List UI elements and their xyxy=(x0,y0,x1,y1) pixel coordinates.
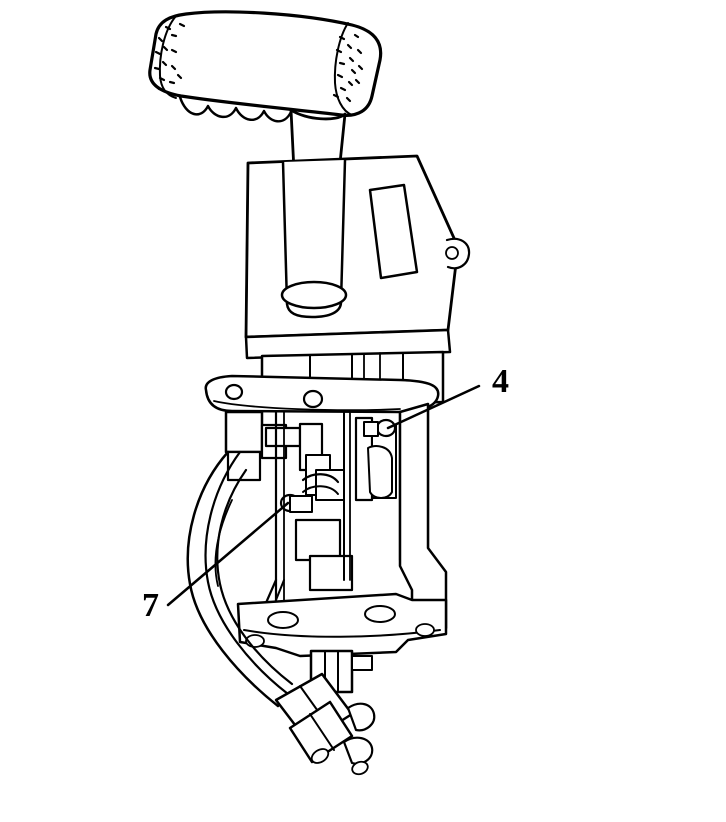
callout-leader-4 xyxy=(386,384,481,430)
bracket-rivet-left xyxy=(224,383,244,401)
connector-terminals xyxy=(274,672,376,776)
indicator-window xyxy=(368,183,419,280)
base-hole-left xyxy=(267,611,299,629)
bolt-callout-4 xyxy=(363,418,397,438)
wiring-harness xyxy=(186,450,294,708)
callout-label-4: 4 xyxy=(492,363,509,400)
bezel-lug xyxy=(445,237,471,270)
mounting-bracket xyxy=(204,374,440,414)
callout-leader-7 xyxy=(166,501,290,607)
callout-label-7: 7 xyxy=(142,587,159,624)
lever-boot-collar xyxy=(280,280,348,310)
knob-finger-grooves xyxy=(178,95,293,123)
bracket-rivet-center xyxy=(302,389,324,409)
base-plate xyxy=(236,592,448,658)
console-bezel xyxy=(244,154,471,360)
shift-knob xyxy=(148,10,383,123)
knob-texture-left xyxy=(153,22,186,96)
shift-gate-slot xyxy=(281,158,347,319)
base-hole-corner-right xyxy=(415,623,435,637)
knob-texture-right xyxy=(332,33,364,103)
bolt-callout-7 xyxy=(279,493,313,513)
shifter-housing xyxy=(224,402,448,630)
base-hole-right xyxy=(364,605,396,623)
